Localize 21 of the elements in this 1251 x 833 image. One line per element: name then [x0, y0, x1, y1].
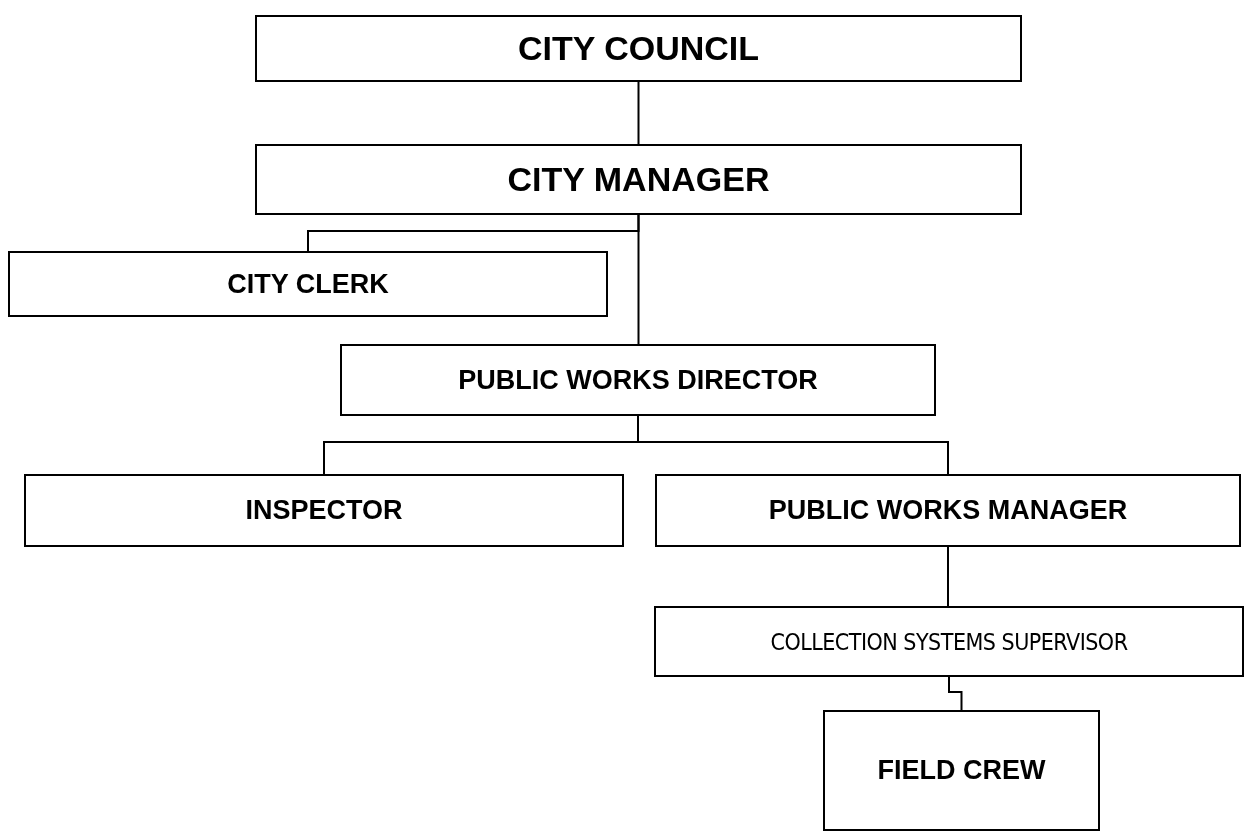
- position-box: [654, 606, 1244, 677]
- position-box: [24, 474, 624, 547]
- connector-line: [637, 214, 640, 345]
- position-box: [823, 710, 1100, 831]
- position-title: PUBLIC WORKS DIRECTOR: [458, 364, 818, 396]
- connector-line: [637, 81, 640, 145]
- connector-line: [948, 676, 963, 711]
- position-title: CITY MANAGER: [507, 160, 770, 199]
- position-title: FIELD CREW: [877, 755, 1046, 786]
- position-title: COLLECTION SYSTEMS SUPERVISOR: [770, 628, 1128, 655]
- connector-line: [947, 546, 949, 607]
- position-title: CITY COUNCIL: [517, 29, 760, 68]
- position-box: [655, 474, 1241, 547]
- position-title: CITY CLERK: [227, 268, 389, 300]
- position-box: [255, 144, 1022, 215]
- position-box: [255, 15, 1022, 82]
- position-title: INSPECTOR: [245, 495, 403, 526]
- connector-line: [637, 415, 949, 475]
- position-box: [340, 344, 936, 416]
- position-title: PUBLIC WORKS MANAGER: [768, 495, 1128, 526]
- position-box: [8, 251, 608, 317]
